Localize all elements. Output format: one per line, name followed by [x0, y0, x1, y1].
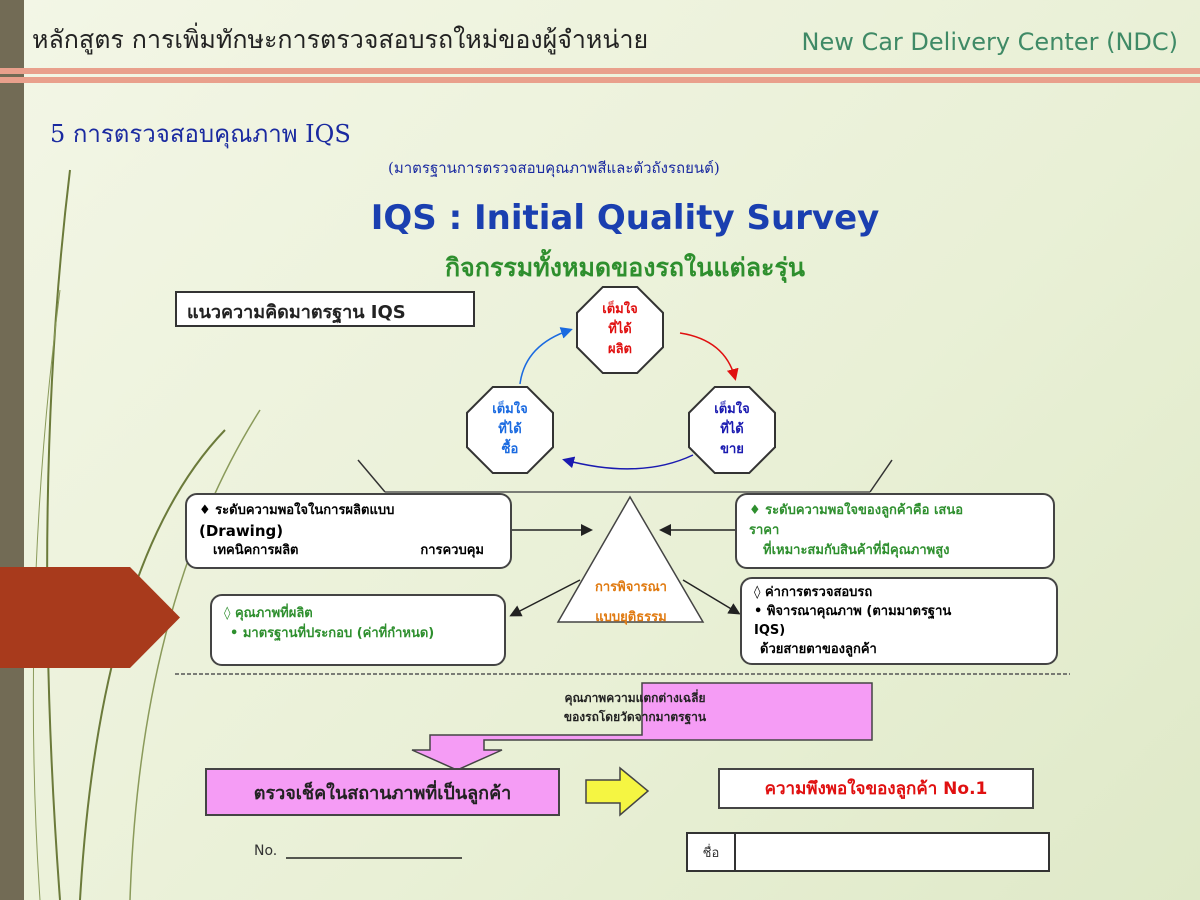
inspection-value-box: ◊ ค่าการตรวจสอบรถ • พิจารณาคุณภาพ (ตามมา… [740, 577, 1058, 665]
box-text: (Drawing) [199, 522, 284, 540]
box-text: ที่เหมาะสมกับสินค้าที่มีคุณภาพสูง [763, 543, 950, 558]
callout-arrow [411, 682, 873, 771]
center-name: New Car Delivery Center (NDC) [801, 28, 1178, 56]
section-title: 5 การตรวจสอบคุณภาพ IQS [50, 120, 351, 148]
cycle-sell: เต็มใจ ที่ได้ ขาย [688, 386, 776, 474]
box-text: ◊ ค่าการตรวจสอบรถ [754, 585, 873, 600]
customer-check-box: ตรวจเช็คในสถานภาพที่เป็นลูกค้า [205, 768, 560, 816]
box-text: • พิจารณาคุณภาพ (ตามมาตรฐาน [754, 604, 952, 619]
name-input-area[interactable] [736, 834, 1048, 870]
callout-text: คุณภาพความแตกต่างเฉลี่ย ของรถโดยวัดจากมา… [563, 691, 707, 724]
course-title: หลักสูตร การเพิ่มทักษะการตรวจสอบรถใหม่ขอ… [32, 25, 649, 54]
box-text: การควบคุม [420, 543, 484, 558]
cycle-produce: เต็มใจ ที่ได้ ผลิต [576, 286, 664, 374]
box-text: ราคา [749, 523, 780, 538]
fair-consideration-label: การพิจารณาแบบยุติธรรม [595, 580, 667, 625]
section-subtitle: (มาตรฐานการตรวจสอบคุณภาพสีและตัวถังรถยนต… [388, 159, 720, 177]
box-text: ◊ คุณภาพที่ผลิต [224, 606, 313, 621]
box-text: • มาตรฐานที่ประกอบ (ค่าที่กำหนด) [230, 626, 435, 641]
production-satisfaction-box: ♦ ระดับความพอใจในการผลิตแบบ (Drawing) เท… [185, 493, 512, 569]
box-text: ♦ ระดับความพอใจของลูกค้าคือ เสนอ [749, 503, 964, 518]
number-label: No. [254, 843, 278, 859]
diagram-title: IQS : Initial Quality Survey [370, 198, 880, 238]
center-triangle [556, 495, 705, 623]
header-divider [0, 77, 1200, 83]
name-label: ชื่อ [688, 834, 736, 870]
sidebar-bar [0, 0, 24, 900]
customer-satisfaction-box: ♦ ระดับความพอใจของลูกค้าคือ เสนอ ราคา ที… [735, 493, 1055, 569]
box-text: IQS) [754, 623, 786, 638]
box-text: ♦ ระดับความพอใจในการผลิตแบบ [199, 503, 395, 518]
box-text: เทคนิคการผลิต [213, 543, 299, 558]
concept-label: แนวความคิดมาตรฐาน IQS [175, 291, 475, 327]
satisfaction-result-box: ความพึงพอใจของลูกค้า No.1 [718, 768, 1034, 809]
production-quality-box: ◊ คุณภาพที่ผลิต • มาตรฐานที่ประกอบ (ค่าท… [210, 594, 506, 666]
yellow-arrow-icon [585, 766, 650, 817]
diagram-subtitle: กิจกรรมทั้งหมดของรถในแต่ละรุ่น [445, 253, 805, 282]
cycle-buy: เต็มใจ ที่ได้ ซื้อ [466, 386, 554, 474]
header-divider [0, 68, 1200, 74]
box-text: ด้วยสายตาของลูกค้า [760, 642, 877, 657]
name-field[interactable]: ชื่อ [686, 832, 1050, 872]
